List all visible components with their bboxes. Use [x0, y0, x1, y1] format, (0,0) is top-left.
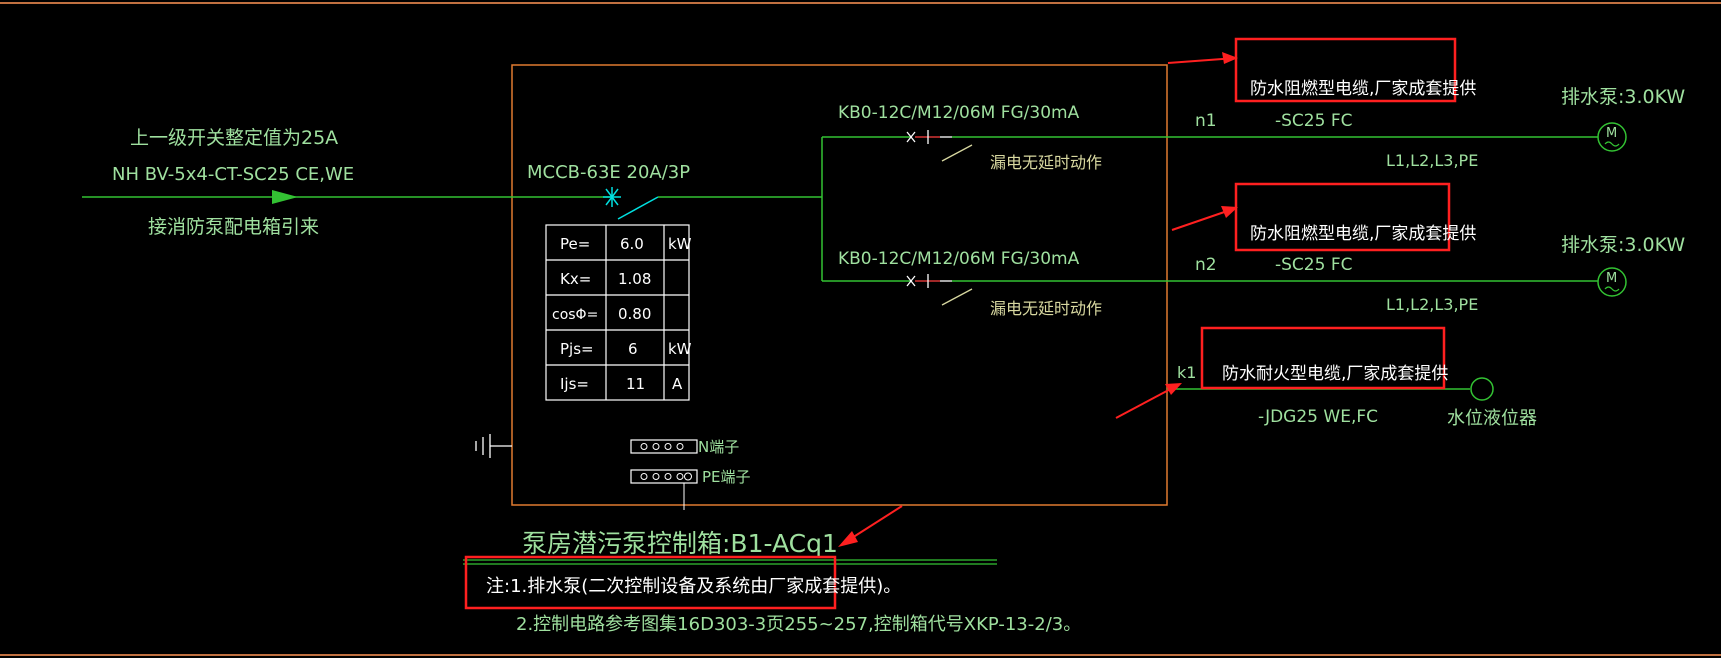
load-table-unit: A — [672, 375, 683, 393]
leakage-breaker-icon — [906, 130, 973, 162]
circuit-k1: k1 -JDG25 WE,FC 水位液位器 防水耐火型电缆,厂家成套提供 — [1115, 326, 1537, 429]
incoming-feeder: 上一级开关整定值为25A NH BV-5x4-CT-SC25 CE,WE 接消防… — [82, 127, 612, 238]
note-line-2: 2.控制电路参考图集16D303-3页255~257,控制箱代号XKP-13-2… — [516, 614, 1081, 635]
terminal-strip — [630, 469, 698, 484]
circuit-n1: KB0-12C/M12/06M FG/30mA 漏电无延时动作 n1 -SC25… — [822, 37, 1685, 172]
leakage-breaker-icon — [906, 274, 973, 306]
control-id: k1 — [1177, 363, 1196, 382]
load-table-unit: kW — [668, 235, 692, 253]
circuit-id: n2 — [1195, 255, 1217, 275]
incoming-arrow-icon — [272, 190, 298, 204]
circuit-n2: KB0-12C/M12/06M FG/30mA 漏电无延时动作 n2 -SC25… — [822, 182, 1685, 318]
load-table-label: Ijs= — [560, 375, 589, 393]
leak-note: 漏电无延时动作 — [990, 299, 1102, 318]
breaker-asterisk-icon — [603, 187, 621, 207]
level-sensor-icon — [1470, 377, 1494, 401]
load-table-label: Pe= — [560, 235, 590, 253]
load-table-value: 1.08 — [618, 270, 651, 288]
circuit-id: n1 — [1195, 111, 1217, 131]
load-table-label: Kx= — [560, 270, 591, 288]
callout-arrow-icon — [1222, 52, 1238, 64]
load-table-value: 11 — [626, 375, 645, 393]
note-line-1: 注:1.排水泵(二次控制设备及系统由厂家成套提供)。 — [486, 576, 901, 597]
control-box-outline — [511, 64, 1168, 506]
n-terminal-label: N端子 — [698, 438, 739, 456]
motor-icon: M — [1597, 267, 1627, 297]
load-table-label: cosΦ= — [552, 307, 598, 323]
load-table-border — [545, 224, 690, 401]
incoming-source-text: 接消防泵配电箱引来 — [148, 216, 319, 238]
n-terminal: N端子 — [630, 438, 739, 456]
circuit-cable: -SC25 FC — [1275, 255, 1352, 275]
circuit-phases: L1,L2,L3,PE — [1386, 295, 1478, 314]
callout-arrow-icon — [1221, 206, 1238, 218]
load-table-label: Pjs= — [560, 340, 594, 358]
svg-text:M: M — [1606, 126, 1617, 141]
callout-box — [1234, 182, 1451, 252]
callout-box — [1200, 326, 1446, 390]
main-breaker: MCCB-63E 20A/3P — [527, 137, 823, 281]
load-table-unit: kW — [668, 340, 692, 358]
control-device: 水位液位器 — [1447, 408, 1537, 429]
load-table-value: 6 — [628, 340, 638, 358]
circuit-breaker-label: KB0-12C/M12/06M FG/30mA — [838, 249, 1080, 269]
main-breaker-contact — [617, 196, 659, 220]
pe-terminal: PE端子 — [630, 468, 751, 510]
circuit-cable: -SC25 FC — [1275, 111, 1352, 131]
callout-text: 防水阻燃型电缆,厂家成套提供 — [1250, 79, 1476, 99]
box-title: 泵房潜污泵控制箱:B1-ACq1 — [522, 529, 838, 558]
callout-text: 防水阻燃型电缆,厂家成套提供 — [1250, 224, 1476, 244]
main-breaker-label: MCCB-63E 20A/3P — [527, 162, 690, 183]
load-table-value: 6.0 — [620, 235, 644, 253]
terminal-strip — [630, 439, 698, 454]
incoming-setting-text: 上一级开关整定值为25A — [130, 127, 338, 149]
load-table: Pe= 6.0 kW Kx= 1.08 cosΦ= 0.80 Pjs= 6 kW… — [545, 224, 692, 401]
load-label: 排水泵:3.0KW — [1561, 234, 1685, 256]
circuit-phases: L1,L2,L3,PE — [1386, 151, 1478, 170]
motor-icon: M — [1597, 122, 1627, 152]
pe-terminal-label: PE端子 — [702, 468, 751, 486]
leak-note: 漏电无延时动作 — [990, 153, 1102, 172]
control-cable: -JDG25 WE,FC — [1258, 407, 1378, 427]
callout-arrow-icon — [838, 531, 858, 547]
callout-arrow-icon — [1165, 383, 1182, 395]
incoming-cable-text: NH BV-5x4-CT-SC25 CE,WE — [112, 164, 354, 185]
load-label: 排水泵:3.0KW — [1561, 86, 1685, 108]
svg-text:M: M — [1606, 271, 1617, 286]
callout-box — [1234, 37, 1457, 103]
callout-box — [464, 555, 837, 610]
callout-text: 防水耐火型电缆,厂家成套提供 — [1222, 364, 1448, 384]
load-table-value: 0.80 — [618, 305, 651, 323]
circuit-breaker-label: KB0-12C/M12/06M FG/30mA — [838, 103, 1080, 123]
ground-icon — [475, 434, 512, 458]
